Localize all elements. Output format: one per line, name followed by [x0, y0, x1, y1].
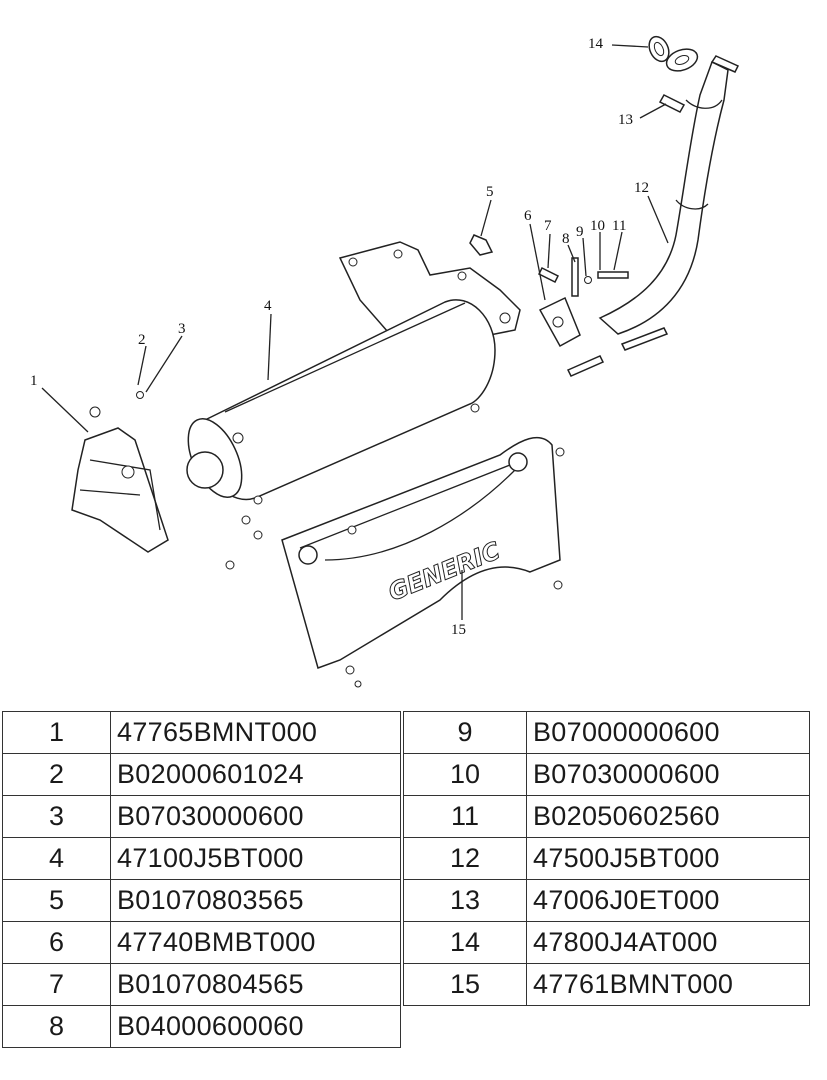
part-number: B07030000600	[526, 753, 810, 796]
part-number: 47500J5BT000	[526, 837, 810, 880]
part-number: 47800J4AT000	[526, 921, 810, 964]
part-number: 47761BMNT000	[526, 963, 810, 1006]
item-number: 13	[403, 879, 527, 922]
heat-shield: GENERIC	[281, 436, 561, 669]
item-number: 1	[2, 711, 111, 754]
part-number: B01070803565	[110, 879, 401, 922]
callout-14: 14	[588, 36, 604, 52]
item-number: 6	[2, 921, 111, 964]
item-number: 7	[2, 963, 111, 1006]
callout-1: 1	[30, 373, 38, 389]
muffler	[186, 299, 496, 505]
callout-5: 5	[486, 184, 494, 200]
callout-12: 12	[634, 180, 649, 196]
leader-lines	[41, 44, 669, 620]
part-number: B02050602560	[526, 795, 810, 838]
part-number: B07030000600	[110, 795, 401, 838]
part-number: 47006J0ET000	[526, 879, 810, 922]
callout-2: 2	[138, 332, 146, 348]
item-number: 15	[403, 963, 527, 1006]
callout-11: 11	[612, 218, 626, 234]
exhaust-pipe	[598, 48, 729, 335]
callout-13: 13	[618, 112, 633, 128]
flange	[538, 296, 581, 348]
item-number: 5	[2, 879, 111, 922]
callout-9: 9	[576, 224, 584, 240]
gasket	[648, 35, 670, 63]
callout-7: 7	[544, 218, 552, 234]
part-number: 47740BMBT000	[110, 921, 401, 964]
part-number: B04000600060	[110, 1005, 401, 1048]
end-cap-cover	[71, 427, 169, 553]
callout-labels: 1 2 3 4 5 6 7 8 9 10 11 12 13 14 15	[30, 36, 649, 638]
part-number: 47100J5BT000	[110, 837, 401, 880]
callout-6: 6	[524, 208, 532, 224]
callout-8: 8	[562, 231, 570, 247]
item-number: 11	[403, 795, 527, 838]
callout-10: 10	[590, 218, 605, 234]
item-number: 3	[2, 795, 111, 838]
fasteners	[89, 234, 669, 688]
part-number: B01070804565	[110, 963, 401, 1006]
part-number: B07000000600	[526, 711, 810, 754]
item-number: 8	[2, 1005, 111, 1048]
item-number: 12	[403, 837, 527, 880]
callout-4: 4	[264, 298, 272, 314]
item-number: 4	[2, 837, 111, 880]
item-number: 2	[2, 753, 111, 796]
item-number: 14	[403, 921, 527, 964]
callout-3: 3	[178, 321, 186, 337]
exploded-parts-diagram: GENERIC	[30, 35, 740, 688]
part-number: B02000601024	[110, 753, 401, 796]
stud-bolt	[658, 55, 740, 113]
callout-15: 15	[451, 622, 466, 638]
item-number: 10	[403, 753, 527, 796]
item-number: 9	[403, 711, 527, 754]
part-number: 47765BMNT000	[110, 711, 401, 754]
